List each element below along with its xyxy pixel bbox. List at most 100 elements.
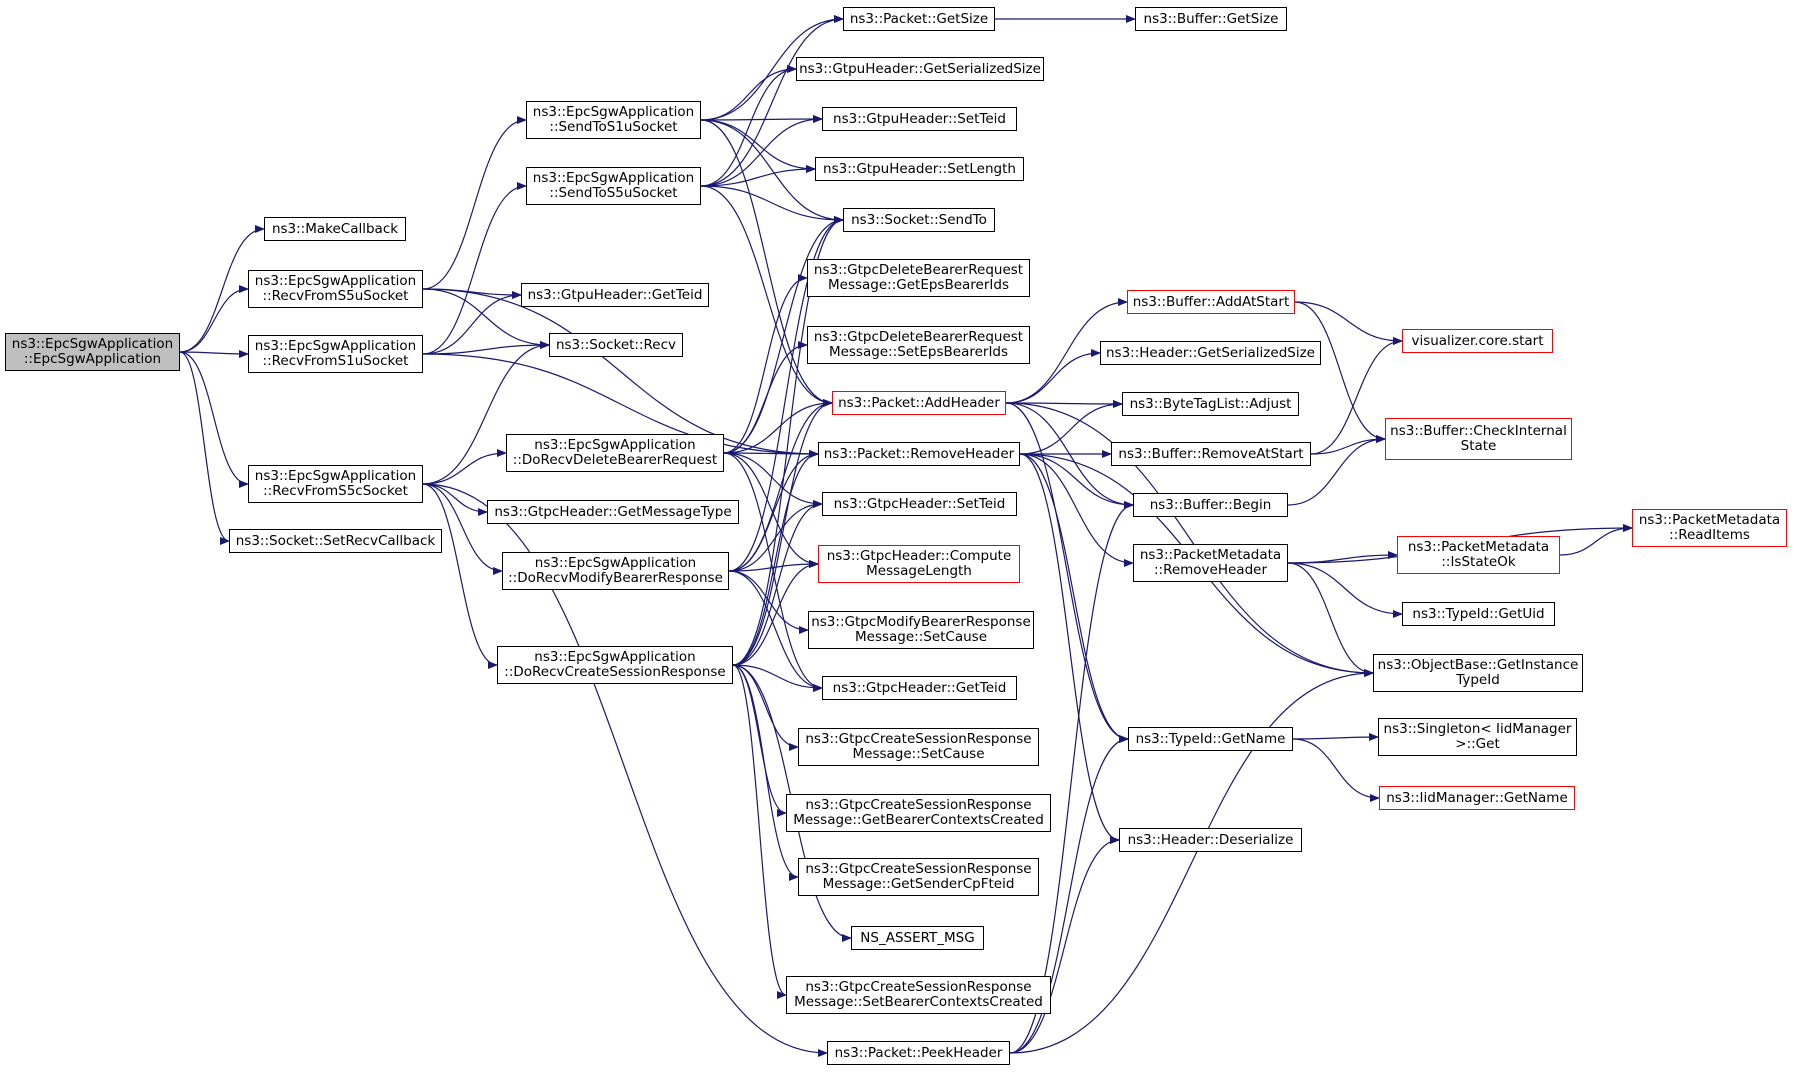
edge-rs1u-to-sts5u xyxy=(422,182,527,355)
node-rs5c[interactable]: ns3::EpcSgwApplication::RecvFromS5cSocke… xyxy=(248,465,423,503)
node-gtpusetlen[interactable]: ns3::GtpuHeader::SetLength xyxy=(815,157,1024,181)
node-gcgmt[interactable]: ns3::GtpcHeader::GetMessageType xyxy=(487,500,739,524)
node-label-line: ns3::ByteTagList::Adjust xyxy=(1129,395,1292,412)
node-label-line: ::EpcSgwApplication xyxy=(23,351,162,367)
edge-removeheader-to-btladjust xyxy=(1019,400,1123,455)
node-setrecv[interactable]: ns3::Socket::SetRecvCallback xyxy=(229,529,442,553)
node-label-line: ns3::Packet::AddHeader xyxy=(838,394,1000,411)
edge-sts1u-to-gtpuser xyxy=(700,65,797,121)
node-hdrdeser[interactable]: ns3::Header::Deserialize xyxy=(1119,828,1302,852)
edge-addheader-to-btladjust xyxy=(1005,399,1123,408)
node-viz[interactable]: visualizer.core.start xyxy=(1402,329,1553,353)
node-label-line: ns3::PacketMetadata xyxy=(1407,539,1550,555)
node-iidgetname[interactable]: ns3::IidManager::GetName xyxy=(1379,786,1575,810)
edge-sts1u-to-addheader xyxy=(700,119,833,407)
node-label-line: ::ReadItems xyxy=(1669,527,1750,543)
node-typegetuid[interactable]: ns3::TypeId::GetUid xyxy=(1402,602,1555,626)
node-gtpusetteid[interactable]: ns3::GtpuHeader::SetTeid xyxy=(822,107,1017,131)
node-label-line: ns3::GtpcModifyBearerResponse xyxy=(811,614,1031,630)
edge-addheader-to-addatstart xyxy=(1005,298,1128,404)
node-label-line: MessageLength xyxy=(866,563,972,579)
edge-drcsr-to-gcsrsetcause xyxy=(732,664,799,751)
node-drdbr[interactable]: ns3::EpcSgwApplication::DoRecvDeleteBear… xyxy=(506,434,724,472)
edge-rs5c-to-drcsr xyxy=(422,483,498,669)
edge-pmremovehdr-to-pmisstateok xyxy=(1287,551,1398,564)
node-sts5u[interactable]: ns3::EpcSgwApplication::SendToS5uSocket xyxy=(526,167,701,205)
node-recv[interactable]: ns3::Socket::Recv xyxy=(549,333,683,357)
node-removeatstart[interactable]: ns3::Buffer::RemoveAtStart xyxy=(1111,442,1311,466)
node-label-line: ns3::Socket::SendTo xyxy=(851,211,987,228)
node-label-line: ns3::Singleton< IidManager xyxy=(1383,721,1572,737)
edge-drdbr-to-gcsetteid xyxy=(723,452,823,508)
node-label-line: ::RecvFromS5uSocket xyxy=(262,288,409,304)
node-gcgetteid[interactable]: ns3::GtpcHeader::GetTeid xyxy=(822,676,1017,700)
node-pmisstateok[interactable]: ns3::PacketMetadata::IsStateOk xyxy=(1397,536,1560,574)
node-peekheader[interactable]: ns3::Packet::PeekHeader xyxy=(827,1041,1010,1065)
edge-addatstart-to-viz xyxy=(1294,301,1403,345)
node-typegetname[interactable]: ns3::TypeId::GetName xyxy=(1128,727,1293,751)
edge-sts1u-to-gtpusetteid xyxy=(700,115,823,124)
node-label-line: ns3::GtpcCreateSessionResponse xyxy=(805,731,1032,747)
edge-drcsr-to-sendto xyxy=(732,216,844,666)
edge-addatstart-to-checkinternal xyxy=(1294,301,1386,443)
node-label-line: ns3::GtpuHeader::GetTeid xyxy=(527,286,703,303)
node-rs1u[interactable]: ns3::EpcSgwApplication::RecvFromS1uSocke… xyxy=(248,335,423,373)
edge-rs5u-to-recv xyxy=(422,288,550,349)
edge-root-to-rs1u xyxy=(179,349,249,358)
node-rs5u[interactable]: ns3::EpcSgwApplication::RecvFromS5uSocke… xyxy=(248,270,423,308)
node-gtpugetteid[interactable]: ns3::GtpuHeader::GetTeid xyxy=(521,283,709,307)
node-bufbegin[interactable]: ns3::Buffer::Begin xyxy=(1133,493,1288,517)
node-pkgetsize[interactable]: ns3::Packet::GetSize xyxy=(843,7,995,31)
node-addatstart[interactable]: ns3::Buffer::AddAtStart xyxy=(1127,290,1295,314)
node-label-line: ns3::Header::Deserialize xyxy=(1127,831,1294,848)
node-label-line: ns3::Packet::GetSize xyxy=(849,10,989,27)
node-gtpuser[interactable]: ns3::GtpuHeader::GetSerializedSize xyxy=(796,57,1044,81)
edge-rs5c-to-recv xyxy=(422,341,550,485)
node-drmbr[interactable]: ns3::EpcSgwApplication::DoRecvModifyBear… xyxy=(502,552,729,590)
node-makecb[interactable]: ns3::MakeCallback xyxy=(264,217,406,241)
node-label-line: ns3::ObjectBase::GetInstance xyxy=(1377,657,1579,673)
node-label-line: ns3::GtpcDeleteBearerRequest xyxy=(813,262,1024,278)
node-label-line: Message::SetBearerContextsCreated xyxy=(794,994,1043,1010)
node-sts1u[interactable]: ns3::EpcSgwApplication::SendToS1uSocket xyxy=(526,101,701,139)
node-label-line: ns3::TypeId::GetUid xyxy=(1412,605,1545,622)
node-label-line: ns3::Packet::RemoveHeader xyxy=(823,445,1015,462)
node-label-line: TypeId xyxy=(1456,672,1500,688)
node-btladjust[interactable]: ns3::ByteTagList::Adjust xyxy=(1122,392,1299,416)
node-singleton[interactable]: ns3::Singleton< IidManager>::Get xyxy=(1378,718,1577,756)
node-gcsetteid[interactable]: ns3::GtpcHeader::SetTeid xyxy=(822,492,1017,516)
node-label-line: ns3::EpcSgwApplication xyxy=(254,338,417,354)
node-label-line: State xyxy=(1460,438,1497,454)
node-sendto[interactable]: ns3::Socket::SendTo xyxy=(843,208,995,232)
node-root[interactable]: ns3::EpcSgwApplication::EpcSgwApplicatio… xyxy=(5,333,180,371)
node-label-line: ns3::GtpcCreateSessionResponse xyxy=(805,979,1032,995)
node-drcsr[interactable]: ns3::EpcSgwApplication::DoRecvCreateSess… xyxy=(497,646,733,684)
edge-root-to-rs5u xyxy=(179,285,249,353)
node-label-line: ns3::IidManager::GetName xyxy=(1386,789,1568,806)
node-bufgetsize[interactable]: ns3::Buffer::GetSize xyxy=(1135,7,1287,31)
edge-rs1u-to-recv xyxy=(422,341,550,355)
node-hdrgetser[interactable]: ns3::Header::GetSerializedSize xyxy=(1100,341,1321,365)
node-assertmsg[interactable]: NS_ASSERT_MSG xyxy=(851,926,984,950)
node-addheader[interactable]: ns3::Packet::AddHeader xyxy=(832,391,1006,415)
node-label-line: ns3::PacketMetadata xyxy=(1139,547,1282,563)
node-label-line: ::IsStateOk xyxy=(1441,554,1516,570)
edge-pmremovehdr-to-obgetinst xyxy=(1287,562,1374,677)
node-label-line: ns3::GtpcHeader::GetMessageType xyxy=(494,503,732,520)
node-label-line: ns3::PacketMetadata xyxy=(1638,512,1781,528)
node-pmreaditems[interactable]: ns3::PacketMetadata::ReadItems xyxy=(1632,509,1787,547)
node-pmremovehdr[interactable]: ns3::PacketMetadata::RemoveHeader xyxy=(1133,544,1288,582)
node-removeheader[interactable]: ns3::Packet::RemoveHeader xyxy=(818,442,1020,466)
node-label-line: Message::SetEpsBearerIds xyxy=(828,344,1009,360)
